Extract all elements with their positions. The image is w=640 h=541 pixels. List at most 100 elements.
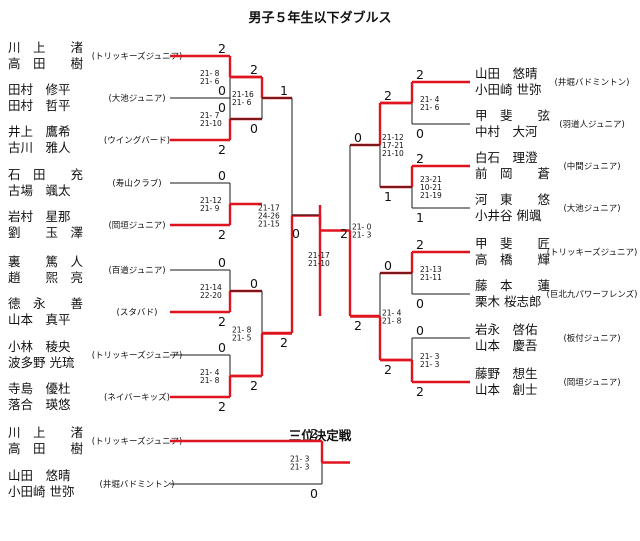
- game-score: 21- 8: [382, 317, 402, 326]
- player-name: 高 橋 輝: [475, 252, 550, 267]
- player-name: 高 田 樹: [8, 441, 83, 456]
- player-name: 川 上 渚: [8, 425, 83, 440]
- third-place-title: 三位決定戦: [289, 428, 352, 443]
- player-name: 波多野 光琉: [8, 355, 75, 370]
- player-name: 裏 篤 人: [8, 254, 84, 269]
- game-result: 2: [250, 378, 258, 393]
- game-result: 2: [218, 399, 226, 414]
- game-score: 21-10: [200, 119, 222, 128]
- club-label: (板付ジュニア): [563, 333, 620, 344]
- player-name: 甲 斐 弦: [475, 108, 550, 123]
- game-score: 22-20: [200, 291, 222, 300]
- game-result: 0: [416, 296, 424, 311]
- player-name: 山本 真平: [8, 312, 71, 327]
- player-name: 劉 玉 澤: [8, 225, 83, 240]
- game-score: 21-12: [200, 196, 222, 205]
- club-label: (井堀バドミントン): [555, 77, 630, 88]
- club-label: (トリッキーズジュニア): [92, 51, 183, 62]
- game-score: 21-15: [258, 220, 280, 229]
- game-score: 21- 5: [232, 334, 252, 343]
- player-name: 小田崎 世弥: [475, 82, 541, 97]
- game-score: 21-19: [420, 191, 442, 200]
- club-label: (スタバド): [117, 308, 158, 318]
- game-score: 21- 6: [420, 103, 440, 112]
- game-score: 21- 3: [420, 360, 440, 369]
- player-name: 藤 本 蓮: [475, 278, 551, 293]
- player-name: 中村 大河: [475, 124, 538, 139]
- game-result: 0: [250, 276, 258, 291]
- game-score: 21-16: [232, 90, 254, 99]
- page-title: 男子５年生以下ダブルス: [248, 10, 391, 26]
- game-score: 17-21: [382, 141, 404, 150]
- player-name: 趙 煕 亮: [8, 270, 83, 285]
- game-result: 2: [384, 362, 392, 377]
- game-score: 21- 6: [200, 77, 220, 86]
- player-name: 寺島 優杜: [8, 381, 71, 396]
- player-name: 石 田 充: [8, 167, 83, 182]
- club-label: (ネイバーキッズ): [104, 392, 170, 403]
- player-name: 川 上 渚: [8, 40, 83, 55]
- game-result: 2: [416, 237, 424, 252]
- club-label: (中間ジュニア): [563, 161, 620, 172]
- player-name: 河 東 悠: [475, 192, 551, 207]
- club-label: (トリッキーズジュニア): [92, 350, 183, 361]
- game-result: 0: [384, 258, 392, 273]
- game-score: 21-13: [420, 265, 442, 274]
- player-name: 山田 悠晴: [8, 468, 71, 483]
- player-name: 栗木 桜志郎: [475, 294, 541, 309]
- player-name: 山田 悠晴: [475, 66, 538, 81]
- game-score: 21- 8: [232, 326, 252, 335]
- game-score: 21-11: [420, 273, 442, 282]
- player-name: 山本 慶吾: [475, 338, 538, 353]
- game-score: 21-17: [258, 204, 280, 213]
- game-result: 0: [416, 323, 424, 338]
- game-score: 21- 3: [420, 352, 440, 361]
- game-result: 2: [340, 226, 348, 241]
- game-result: 0: [310, 486, 318, 501]
- game-result: 2: [218, 41, 226, 56]
- game-result: 2: [218, 314, 226, 329]
- game-result: 0: [250, 121, 258, 136]
- player-name: 古場 颯太: [8, 183, 71, 198]
- game-score: 21- 7: [200, 111, 220, 120]
- game-result: 2: [280, 335, 288, 350]
- game-score: 21- 8: [200, 376, 220, 385]
- club-label: (トリッキーズジュニア): [547, 247, 638, 258]
- player-name: 岩永 啓佑: [475, 322, 538, 337]
- player-name: 藤野 想生: [475, 366, 538, 381]
- player-name: 古川 雅人: [8, 140, 71, 155]
- player-name: 前 岡 蒼: [475, 166, 550, 181]
- game-result: 2: [218, 142, 226, 157]
- game-score: 23-21: [420, 175, 442, 184]
- player-name: 甲 斐 匠: [475, 236, 550, 251]
- game-score: 21-14: [200, 283, 222, 292]
- game-result: 0: [218, 100, 226, 115]
- player-name: 小井谷 俐颯: [475, 208, 542, 223]
- game-result: 1: [280, 83, 288, 98]
- club-label: (大池ジュニア): [108, 93, 165, 104]
- game-result: 2: [310, 426, 318, 441]
- game-result: 0: [354, 130, 362, 145]
- club-label: (大池ジュニア): [563, 203, 620, 214]
- game-result: 0: [218, 255, 226, 270]
- club-label: (ウイングバード): [104, 135, 170, 146]
- player-name: 田村 修平: [8, 82, 71, 97]
- player-name: 岩村 星那: [8, 209, 71, 224]
- club-label: (トリッキーズジュニア): [92, 436, 183, 447]
- club-label: (岡垣ジュニア): [108, 220, 165, 231]
- club-label: (巨北九パワーフレンズ): [547, 289, 638, 300]
- player-name: 落合 瑛悠: [8, 397, 71, 412]
- game-result: 2: [416, 67, 424, 82]
- game-score: 24-26: [258, 212, 280, 221]
- game-score: 21- 6: [232, 98, 252, 107]
- game-score: 21- 8: [200, 69, 220, 78]
- club-label: (百道ジュニア): [108, 265, 165, 276]
- game-score: 21-12: [382, 133, 404, 142]
- game-score: 21- 4: [200, 368, 220, 377]
- game-score: 21- 4: [382, 309, 402, 318]
- game-result: 2: [354, 318, 362, 333]
- game-result: 0: [416, 126, 424, 141]
- player-name: 山本 創士: [475, 382, 538, 397]
